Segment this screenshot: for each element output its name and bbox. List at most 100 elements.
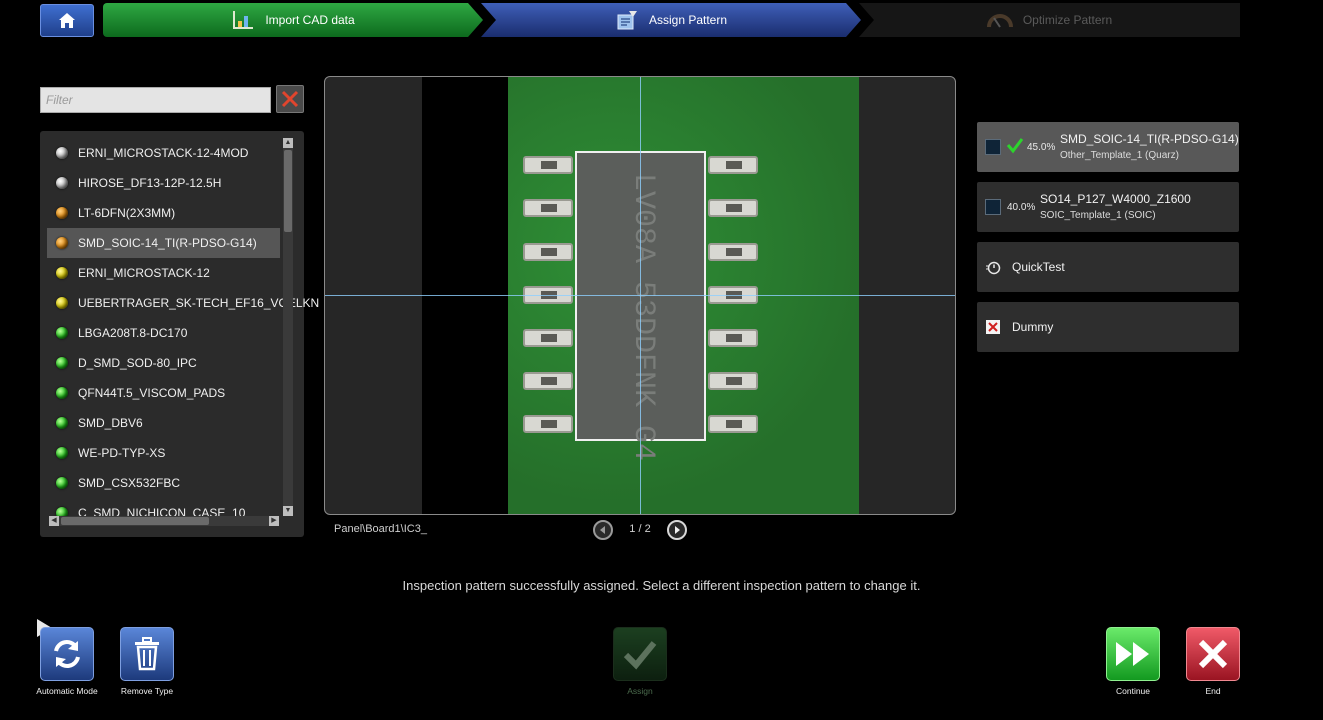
status-led-icon [56,357,68,369]
pad [523,243,573,261]
step-optimize-pattern-label: Optimize Pattern [1022,13,1113,27]
component-list-vscrollbar[interactable]: ▲ ▼ [283,138,293,516]
status-led-icon [56,327,68,339]
clear-filter-icon [281,90,299,108]
pad [708,243,758,261]
arrow-left-icon [600,526,605,534]
pattern-template: SOIC_Template_1 (SOIC) [1040,210,1156,221]
component-list[interactable]: ERNI_MICROSTACK-12-4MOD HIROSE_DF13-12P-1… [47,138,319,520]
pattern-option-dummy[interactable]: Dummy [977,302,1239,352]
component-name: SMD_DBV6 [78,416,143,430]
status-led-icon [56,147,68,159]
ic-marking: LV08A 53DDFNK G4 [626,172,660,462]
automatic-mode-button[interactable] [40,627,94,681]
continue-label: Continue [1115,686,1151,696]
pattern-checkbox[interactable] [985,199,1001,215]
next-button[interactable] [667,520,687,540]
home-button[interactable] [40,4,94,37]
scroll-up-arrow[interactable]: ▲ [283,138,293,148]
status-led-icon [56,177,68,189]
pad [708,199,758,217]
filter-input[interactable] [40,87,271,113]
scroll-right-arrow[interactable]: ▶ [269,516,279,526]
scroll-thumb[interactable] [284,150,292,232]
status-led-icon [56,477,68,489]
list-item[interactable]: LT-6DFN(2X3MM) [47,198,280,228]
step-assign-pattern[interactable]: Assign Pattern [481,3,861,37]
component-name: LBGA208T.8-DC170 [78,326,188,340]
list-item[interactable]: SMD_DBV6 [47,408,280,438]
assign-button[interactable] [613,627,667,681]
crosshair-horizontal [325,295,955,296]
component-list-hscrollbar[interactable]: ◀ ▶ [49,516,279,526]
red-x-icon [986,320,1000,334]
pattern-option-smd-soic[interactable]: 45.0% SMD_SOIC-14_TI(R-PDSO-G14) Other_T… [977,122,1239,172]
status-led-icon [56,237,68,249]
hscroll-thumb[interactable] [61,517,209,525]
list-item[interactable]: SMD_SOIC-14_TI(R-PDSO-G14) [47,228,280,258]
pattern-option-so14[interactable]: 40.0% SO14_P127_W4000_Z1600 SOIC_Templat… [977,182,1239,232]
step-assign-pattern-label: Assign Pattern [648,13,728,27]
refresh-icon [54,640,80,668]
component-image-viewer[interactable]: LV08A 53DDFNK G4 [324,76,956,515]
list-item[interactable]: QFN44T.5_VISCOM_PADS [47,378,280,408]
assign-label: Assign [627,686,653,696]
trash-icon [135,637,159,671]
component-name: HIROSE_DF13-12P-12.5H [78,176,222,190]
scroll-left-arrow[interactable]: ◀ [49,516,59,526]
component-path: Panel\Board1\IC3_ [334,523,427,535]
component-name: QFN44T.5_VISCOM_PADS [78,386,226,400]
component-name: SMD_SOIC-14_TI(R-PDSO-G14) [78,236,257,250]
status-led-icon [56,267,68,279]
list-item[interactable]: ERNI_MICROSTACK-12-4MOD [47,138,280,168]
list-item[interactable]: WE-PD-TYP-XS [47,438,280,468]
component-list-panel: ERNI_MICROSTACK-12-4MOD HIROSE_DF13-12P-1… [40,131,319,537]
status-led-icon [56,417,68,429]
component-name: ERNI_MICROSTACK-12-4MOD [78,146,249,160]
list-item[interactable]: D_SMD_SOD-80_IPC [47,348,280,378]
remove-type-button[interactable] [120,627,174,681]
pad [708,329,758,347]
pattern-option-quicktest[interactable]: QuickTest [977,242,1239,292]
previous-button[interactable] [593,520,613,540]
pattern-name: Dummy [1012,320,1054,334]
checkmark-icon [1006,138,1024,154]
remove-type-label: Remove Type [120,686,174,696]
pattern-template: Other_Template_1 (Quarz) [1060,150,1179,161]
pattern-name: SMD_SOIC-14_TI(R-PDSO-G14) [1060,132,1239,146]
page-indicator: 1 / 2 [629,523,651,535]
pad [523,372,573,390]
component-name: LT-6DFN(2X3MM) [78,206,176,220]
scroll-down-arrow[interactable]: ▼ [283,506,293,516]
component-name: WE-PD-TYP-XS [78,446,166,460]
pad [523,199,573,217]
list-item[interactable]: UEBERTRAGER_SK-TECH_EF16_VOELKN [47,288,319,318]
component-name: SMD_CSX532FBC [78,476,181,490]
list-item[interactable]: LBGA208T.8-DC170 [47,318,280,348]
status-led-icon [56,387,68,399]
step-import-cad-label: Import CAD data [265,13,355,27]
automatic-mode-label: Automatic Mode [36,686,98,696]
list-item[interactable]: ERNI_MICROSTACK-12 [47,258,280,288]
list-item[interactable]: SMD_CSX532FBC [47,468,280,498]
component-name: UEBERTRAGER_SK-TECH_EF16_VOELKN [78,296,320,310]
pattern-checkbox[interactable] [985,139,1001,155]
home-icon [59,13,75,28]
arrow-right-icon [675,526,680,534]
check-icon [623,641,657,670]
close-icon [1198,639,1228,669]
step-import-cad[interactable]: Import CAD data [103,3,483,37]
continue-button[interactable] [1106,627,1160,681]
pattern-score: 45.0% [1027,142,1056,153]
gauge-icon [986,14,1013,28]
step-optimize-pattern: Optimize Pattern [859,3,1240,37]
end-button[interactable] [1186,627,1240,681]
status-led-icon [56,207,68,219]
component-name: D_SMD_SOD-80_IPC [78,356,197,370]
status-led-icon [56,297,68,309]
list-item[interactable]: HIROSE_DF13-12P-12.5H [47,168,280,198]
end-label: End [1205,686,1221,696]
clear-filter-button[interactable] [276,85,304,113]
pad [708,415,758,433]
stopwatch-icon [986,261,1001,275]
